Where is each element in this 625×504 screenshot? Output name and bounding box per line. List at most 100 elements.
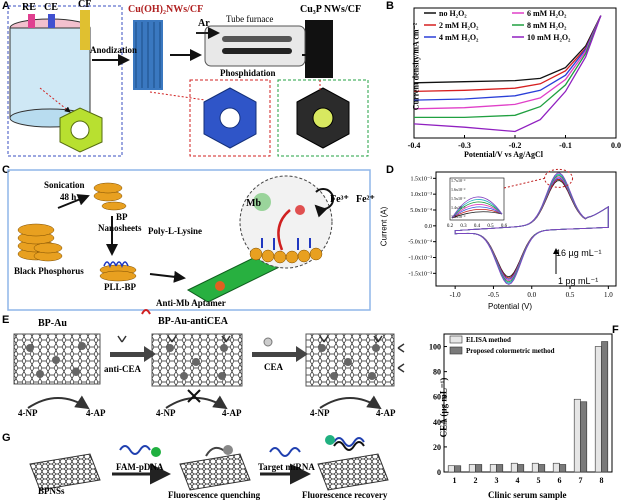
- label-4np-2: 4-NP: [156, 408, 176, 418]
- chart-f-bar: [559, 464, 567, 473]
- label-pll-bp: PLL-BP: [104, 282, 137, 292]
- chart-b: -0.4 -0.3 -0.2 -0.1 0.0 no H₂O₂ 2 mM H₂O₂ 4 mM …: [408, 7, 621, 150]
- chart-d-cv-curve: [454, 172, 609, 285]
- panel-e-illustration: [13, 333, 405, 410]
- chart-d-annotation-low: 1 pg mL⁻¹: [558, 276, 599, 286]
- chart-d-inset-curve: [451, 201, 503, 219]
- chart-b-frame: [413, 7, 617, 139]
- panel-label-a: A: [2, 0, 10, 12]
- label-4ap-1: 4-AP: [86, 408, 106, 418]
- label-fe2: Fe²⁺: [356, 194, 375, 205]
- panel-label-g: G: [2, 432, 11, 444]
- label-tube-furnace: Tube furnace: [226, 14, 274, 24]
- chart-d-inset-xtick-label: 0.2: [447, 224, 454, 229]
- chart-f-bar: [510, 462, 518, 473]
- label-cea: CEA: [264, 362, 284, 372]
- chart-b-legend-label: 10 mM H₂O₂: [527, 33, 571, 42]
- chart-b-xtick-label: -0.2: [509, 141, 522, 150]
- chart-d-inset-ytick-label: 1.6x10⁻³: [451, 187, 466, 192]
- chart-f-bar: [552, 462, 560, 473]
- chart-b-xtick-label: -0.4: [408, 141, 421, 150]
- chart-b-xtick-label: -0.1: [559, 141, 572, 150]
- label-fluorescence-recovery: Fluorescence recovery: [302, 490, 388, 500]
- chart-d-highlight: [544, 168, 574, 188]
- panel-label-e: E: [2, 314, 10, 326]
- panel-label-b: B: [386, 0, 394, 12]
- chart-b-series-line: [413, 15, 602, 110]
- label-anti-cea: anti-CEA: [104, 364, 142, 374]
- chart-b-legend-label: 4 mM H₂O₂: [439, 33, 479, 42]
- chart-f-ytick-label: 20: [433, 443, 441, 452]
- chart-d-ytick-label: 1.5x10⁻³: [411, 176, 433, 182]
- label-target-mirna: Target miRNA: [258, 462, 315, 472]
- label-ar: Ar: [198, 18, 210, 29]
- chart-b-xtick-label: 0.0: [611, 141, 621, 150]
- chart-d-inset-curve: [451, 204, 503, 219]
- label-bp-au-anticea: BP-Au-antiCEA: [158, 316, 229, 327]
- chart-f-xtick-label: 2: [474, 476, 478, 485]
- chart-f-bar: [468, 464, 476, 473]
- chart-d-ytick-label: -1.5x10⁻³: [409, 271, 433, 277]
- label-re: RE: [22, 2, 36, 13]
- panel-c: C: [0, 162, 384, 315]
- label-mb: Mb: [246, 198, 261, 209]
- chart-d-inset-curve: [451, 196, 503, 219]
- chart-b-legend-label: 2 mM H₂O₂: [439, 21, 479, 30]
- chart-d-inset-curve: [451, 211, 503, 219]
- chart-d-arrow-head: [553, 248, 559, 254]
- chart-f-bar: [447, 465, 455, 473]
- label-4ap-2: 4-AP: [222, 408, 242, 418]
- chart-d-inset-xtick-label: 0.6: [501, 224, 508, 229]
- chart-d-inset-connector: [503, 177, 545, 189]
- chart-f-bar: [475, 464, 483, 473]
- chart-f-xtick-label: 8: [600, 476, 604, 485]
- label-poly-l-lysine: Poly-L-Lysine: [148, 226, 203, 236]
- chart-f-xtick-label: 6: [558, 476, 562, 485]
- label-black-phosphorus: Black Phosphorus: [14, 266, 84, 276]
- label-4np-3: 4-NP: [310, 408, 330, 418]
- chart-f-bar: [496, 464, 504, 473]
- chart-b-series-line: [414, 15, 602, 119]
- chart-d-xtick-label: 1.0: [604, 291, 613, 299]
- label-fe3: Fe³⁺: [330, 194, 349, 205]
- label-bpns: BPNSs: [38, 486, 65, 496]
- chart-f-ytick-label: 60: [433, 393, 441, 402]
- label-48h: 48 h: [60, 192, 77, 202]
- chart-f-bar: [517, 464, 525, 473]
- chart-d-ytick-label: 5.0x10⁻⁴: [410, 208, 432, 214]
- chart-d-xtick-label: 0.0: [527, 291, 536, 299]
- chart-f-xtick-label: 3: [495, 476, 499, 485]
- label-anodization: Anodization: [90, 45, 138, 55]
- panel-e: E BP-Au BP-Au-ant: [0, 312, 420, 424]
- chart-b-legend-label: no H₂O₂: [439, 9, 467, 18]
- chart-b-xlabel: Potential/V vs Ag/AgCl: [464, 150, 543, 159]
- chart-b-series-line: [413, 15, 602, 84]
- panel-a: A: [0, 0, 384, 162]
- label-fluorescence-quenching: Fluorescence quenching: [168, 490, 261, 500]
- chart-f-legend-label: Proposed colormetric method: [466, 347, 555, 355]
- chart-d-ylabel: Current (A): [379, 206, 389, 247]
- chart-b-xtick-label: -0.3: [458, 141, 471, 150]
- chart-f-bar: [594, 346, 602, 473]
- panel-label-d: D: [386, 164, 394, 176]
- chart-f-xtick-label: 4: [516, 476, 520, 485]
- chart-b-legend-label: 6 mM H₂O₂: [527, 9, 567, 18]
- chart-d-xtick-label: -1.0: [450, 291, 462, 299]
- chart-d-inset-ytick-label: 1.4x10⁻³: [451, 205, 466, 210]
- panel-g-illustration: [29, 435, 389, 491]
- panel-c-illustration: [7, 169, 371, 315]
- label-phosphidation: Phosphidation: [220, 68, 276, 78]
- chart-f-bar: [573, 398, 581, 473]
- chart-b-legend-label: 8 mM H₂O₂: [527, 21, 567, 30]
- chart-f-ytick-label: 0: [437, 468, 441, 477]
- chart-f-bar: [538, 464, 546, 473]
- label-bp-au: BP-Au: [38, 318, 67, 329]
- label-sonication: Sonication: [44, 180, 85, 190]
- label-ce: CE: [44, 2, 58, 13]
- chart-f-bar: [454, 465, 462, 473]
- panel-b: B -0.4 -0.3 -0.2 -0.1 0.0 no H₂O₂ 2 mM H₂O₂ 4 m…: [384, 0, 625, 162]
